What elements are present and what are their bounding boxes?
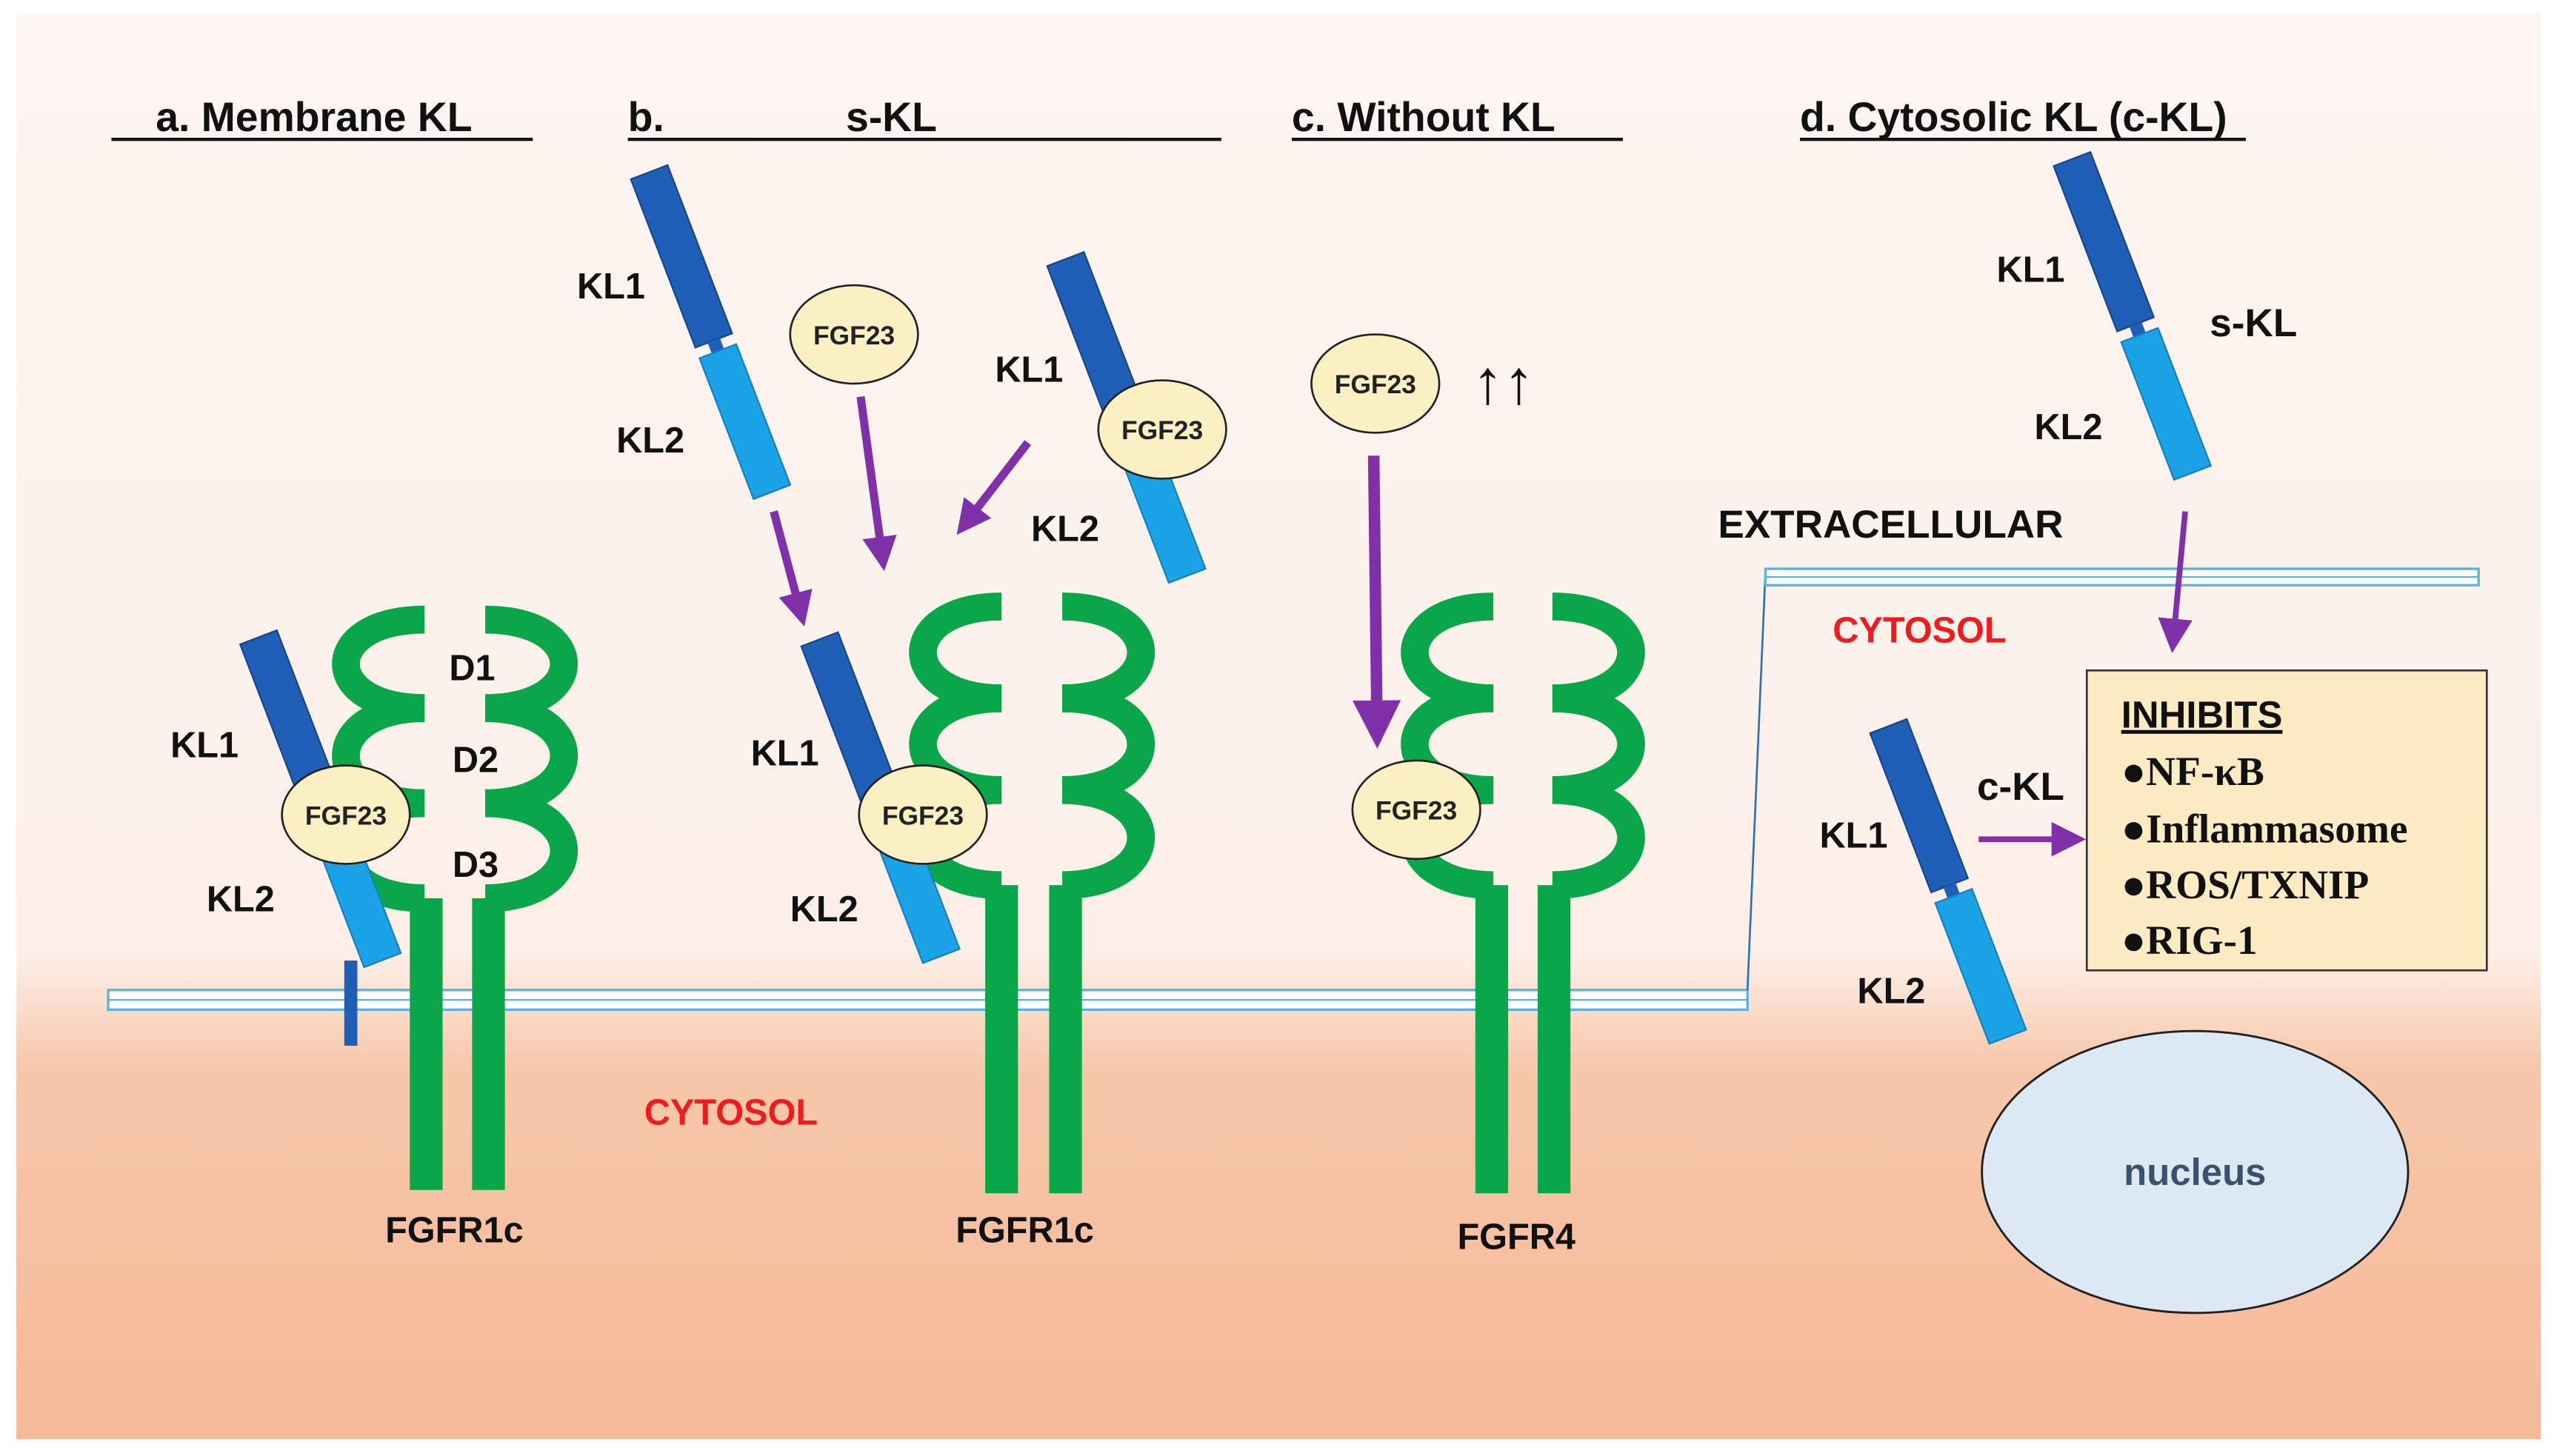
panel-a-title: a. Membrane KL [156,94,472,140]
kl1-label-d-bottom: KL1 [1820,815,1888,855]
receptor-label-b: FGFR1c [956,1211,1094,1251]
cytosol-label-d: CYTOSOL [1833,611,2006,651]
panel-b-title-group: b. s-KL [628,94,1221,141]
cytosol-label-main: CYTOSOL [644,1092,818,1132]
panel-b-title-label: s-KL [846,94,937,140]
fgf23-label-b-bound: FGF23 [1121,415,1203,445]
fgf23-label-c-receptor: FGF23 [1376,796,1457,826]
c-kl-label: c-KL [1977,765,2064,809]
fgf23-label-c-free: FGF23 [1335,370,1416,399]
membrane-klotho-anchor [344,960,358,1046]
arrow-d-down [2158,511,2193,653]
receptor-label-a: FGFR1c [385,1211,524,1251]
receptor-domain-d1: D1 [449,649,495,689]
nucleus: nucleus [1981,1029,2410,1315]
fgf23-c-free: FGF23 [1310,333,1441,434]
receptor-label-c: FGFR4 [1457,1217,1576,1257]
soluble-klotho-b-left [630,164,792,501]
extracellular-label: EXTRACELLULAR [1718,503,2063,547]
fgf23-b-free: FGF23 [789,284,919,385]
inhibits-item-inflammasome: ●Inflammasome [2121,807,2408,852]
fgf23-label-b-receptor: FGF23 [882,801,964,830]
kl2-label-a: KL2 [207,880,275,920]
panel-a-title-group: a. Membrane KL [111,94,533,141]
kl1-label-b-left: KL1 [577,267,645,307]
panel-d-title-group: d. Cytosolic KL (c-KL) [1800,94,2246,141]
kl2-label-b-bound: KL2 [790,889,858,929]
receptor-domain-d2: D2 [453,740,499,780]
fgf23-a: FGF23 [281,764,411,865]
kl2-label-b-left: KL2 [616,421,684,461]
cytosolic-klotho-d [1869,718,2027,1045]
fgf23-b-receptor: FGF23 [858,764,988,865]
panel-b-title-letter: b. [628,94,664,140]
fgf23-c-receptor: FGF23 [1351,759,1481,861]
inhibits-item-ros-txnip: ●ROS/TXNIP [2121,862,2370,907]
inhibits-title: INHIBITS [2121,694,2283,736]
fgf23-label-a: FGF23 [305,801,387,830]
arrow-c [1353,455,1401,749]
inhibits-box: INHIBITS ●NF-κB ●Inflammasome ●ROS/TXNIP… [2085,669,2488,972]
arrows-b [770,395,1031,627]
nucleus-label: nucleus [2124,1151,2266,1193]
receptor-domain-d3: D3 [453,845,499,885]
fgf23-label-b-free: FGF23 [813,321,895,350]
kl1-label-b-right: KL1 [995,350,1063,390]
kl1-label-a: KL1 [170,726,239,766]
panel-d-title: d. Cytosolic KL (c-KL) [1800,94,2227,140]
panel-c-title: c. Without KL [1292,94,1556,140]
increase-arrows: ↑↑ [1472,347,1534,417]
kl1-label-b-bound: KL1 [751,734,819,774]
s-kl-label: s-KL [2210,301,2297,345]
fgf23-b-bound: FGF23 [1097,379,1227,480]
soluble-klotho-d [2053,150,2213,481]
plasma-membrane [107,567,2480,1012]
kl2-label-b-right: KL2 [1031,509,1099,549]
kl1-label-d-top: KL1 [1997,250,2065,290]
panel-c-title-group: c. Without KL [1291,94,1623,141]
inhibits-item-nfkb: ●NF-κB [2121,749,2264,794]
kl2-label-d-top: KL2 [2034,407,2102,447]
kl2-label-d-bottom: KL2 [1857,972,1925,1012]
inhibits-item-rig1: ●RIG-1 [2121,918,2258,963]
